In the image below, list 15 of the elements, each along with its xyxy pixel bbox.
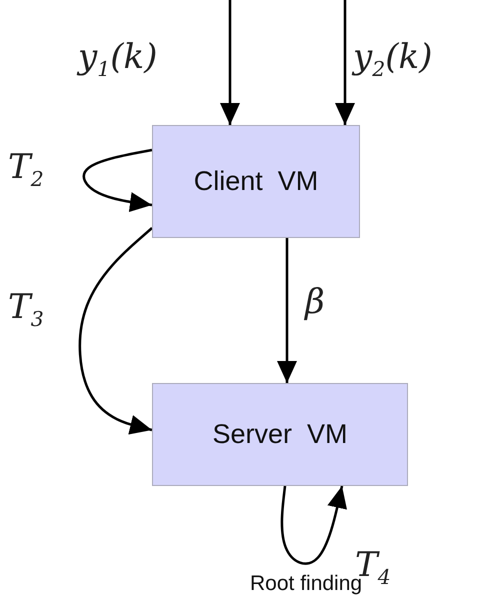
arrow [78, 227, 153, 435]
box-label: Server VM [212, 419, 348, 450]
edge-label: T$_{2}$ [8, 150, 44, 190]
arrow [335, 0, 355, 125]
arrow [82, 148, 152, 212]
edge-label: T$_{3}$ [8, 290, 44, 330]
edge-label: y$_{1}$(k) [78, 40, 158, 80]
process-box [152, 383, 408, 486]
edge-label: β [305, 285, 325, 319]
process-box [152, 125, 360, 238]
arrow [280, 486, 347, 565]
edge-label: y$_{2}$(k) [353, 40, 432, 80]
arrow [277, 238, 297, 383]
box-label: Client VM [194, 166, 318, 197]
arrow [220, 0, 240, 125]
